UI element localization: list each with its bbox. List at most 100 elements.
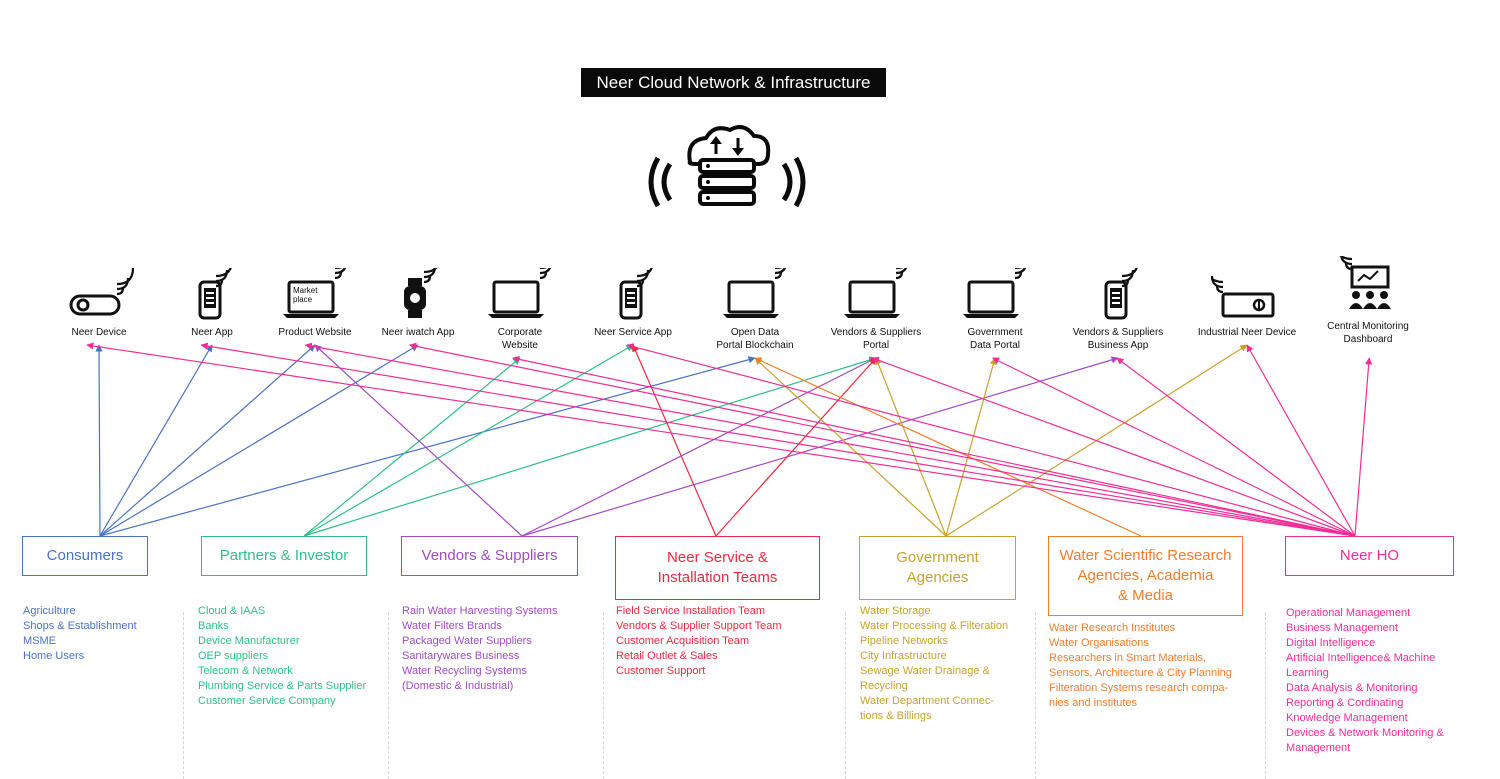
device-label: Corporate Website <box>497 327 543 351</box>
list-item: Packaged Water Suppliers <box>402 635 532 647</box>
device-label: Neer Device <box>71 327 127 338</box>
list-item: Management <box>1286 742 1351 754</box>
list-item: Knowledge Management <box>1286 712 1408 724</box>
list-item: Digital Intelligence <box>1286 637 1376 649</box>
cloud-server-icon <box>648 125 806 208</box>
list-item: Telecom & Network <box>198 665 293 677</box>
phone-icon <box>198 268 232 320</box>
list-item: Home Users <box>23 650 85 662</box>
column-separator <box>388 612 389 779</box>
list-item: Water Department Connec- <box>860 695 995 707</box>
list-item: Customer Service Company <box>198 695 336 707</box>
laptop-icon <box>963 268 1026 318</box>
connection-line <box>408 342 1356 537</box>
list-item: MSME <box>23 635 56 647</box>
list-item: (Domestic & Industrial) <box>402 680 514 692</box>
list-item: Water Processing & Filteration <box>860 620 1009 632</box>
device-label: Neer iwatch App <box>381 327 455 338</box>
device-node-7[interactable]: Vendors & Suppliers Portal <box>806 268 946 352</box>
list-item: Operational Management <box>1286 607 1411 619</box>
group-box-0[interactable]: Consumers <box>22 536 148 576</box>
connection-line <box>303 357 521 537</box>
group-box-3[interactable]: Neer Service & Installation Teams <box>615 536 820 600</box>
connection-line <box>715 357 877 537</box>
group-box-1[interactable]: Partners & Investor <box>201 536 367 576</box>
device-label: Vendors & Suppliers Business App <box>1072 327 1164 351</box>
list-item: Sewage Water Drainage & <box>860 665 990 677</box>
laptop-icon <box>723 268 786 318</box>
device-node-5[interactable]: Neer Service App <box>563 268 703 339</box>
connection-line <box>521 357 877 537</box>
device-node-0[interactable]: Neer Device <box>29 268 169 339</box>
list-item: OEP suppliers <box>198 650 269 662</box>
phone-icon <box>1104 268 1138 320</box>
laptop-icon <box>488 268 551 318</box>
device-box-icon <box>1211 275 1275 318</box>
device-node-8[interactable]: Government Data Portal <box>925 268 1065 352</box>
list-item: Data Analysis & Monitoring <box>1286 682 1418 694</box>
list-item: Water Storage <box>860 605 931 617</box>
group-box-5[interactable]: Water Scientific Research Agencies, Acad… <box>1048 536 1243 616</box>
list-item: Device Manufacturer <box>198 635 300 647</box>
connection-line <box>86 342 1356 537</box>
connection-line <box>314 344 523 537</box>
group-box-6[interactable]: Neer HO <box>1285 536 1454 576</box>
connection-line <box>303 356 877 537</box>
group-box-4[interactable]: Government Agencies <box>859 536 1016 600</box>
svg-text:place: place <box>293 295 313 304</box>
laptop-icon <box>844 268 907 318</box>
device-node-1[interactable]: Neer App <box>142 268 282 339</box>
svg-text:Market: Market <box>293 286 318 295</box>
list-item: nies and institutes <box>1049 697 1138 709</box>
device-node-6[interactable]: Open Data Portal Blockchain <box>685 268 825 352</box>
connection-line <box>871 356 1356 537</box>
connection-line <box>303 344 634 537</box>
list-item: Filteration Systems research compa- <box>1049 682 1229 694</box>
device-label: Open Data Portal Blockchain <box>716 327 794 351</box>
connection-line <box>754 357 947 537</box>
list-item: Water Organisations <box>1049 637 1149 649</box>
column-separator <box>1265 612 1266 779</box>
connection-line <box>1354 357 1373 537</box>
list-item: Field Service Installation Team <box>616 605 765 617</box>
connection-line <box>99 344 213 537</box>
list-item: Business Management <box>1286 622 1398 634</box>
connection-line <box>99 344 419 537</box>
list-item: Vendors & Supplier Support Team <box>616 620 782 632</box>
connection-line <box>99 356 756 537</box>
connection-line <box>945 357 997 537</box>
list-item: Pipeline Networks <box>860 635 949 647</box>
device-node-4[interactable]: Corporate Website <box>450 268 590 352</box>
connection-line <box>200 342 1356 537</box>
list-item: Customer Support <box>616 665 706 677</box>
list-item: Agriculture <box>23 605 76 617</box>
list-item: Devices & Network Monitoring & <box>1286 727 1444 739</box>
device-node-3[interactable]: Neer iwatch App <box>348 268 488 339</box>
list-item: Recycling <box>860 680 908 692</box>
connection-line <box>99 344 316 537</box>
device-label: Government Data Portal <box>967 327 1023 351</box>
device-node-10[interactable]: Industrial Neer Device <box>1177 268 1317 339</box>
device-node-9[interactable]: Vendors & Suppliers Business App <box>1048 268 1188 352</box>
list-item: Customer Acquisition Team <box>616 635 750 647</box>
list-item: Plumbing Service & Parts Supplier <box>198 680 367 692</box>
connection-line <box>1116 357 1356 537</box>
device-node-11[interactable]: Central Monitoring Dashboard <box>1298 256 1438 346</box>
list-item: Water Recycling Systems <box>402 665 527 677</box>
connection-line <box>875 357 947 537</box>
list-item: Cloud & IAAS <box>198 605 266 617</box>
connection-line <box>1246 344 1356 537</box>
device-label: Industrial Neer Device <box>1197 327 1297 338</box>
list-item: Banks <box>198 620 229 632</box>
list-item: Rain Water Harvesting Systems <box>402 605 558 617</box>
group-box-2[interactable]: Vendors & Suppliers <box>401 536 578 576</box>
list-item: Researchers in Smart Materials, <box>1049 652 1207 664</box>
connection-line <box>512 355 1356 537</box>
